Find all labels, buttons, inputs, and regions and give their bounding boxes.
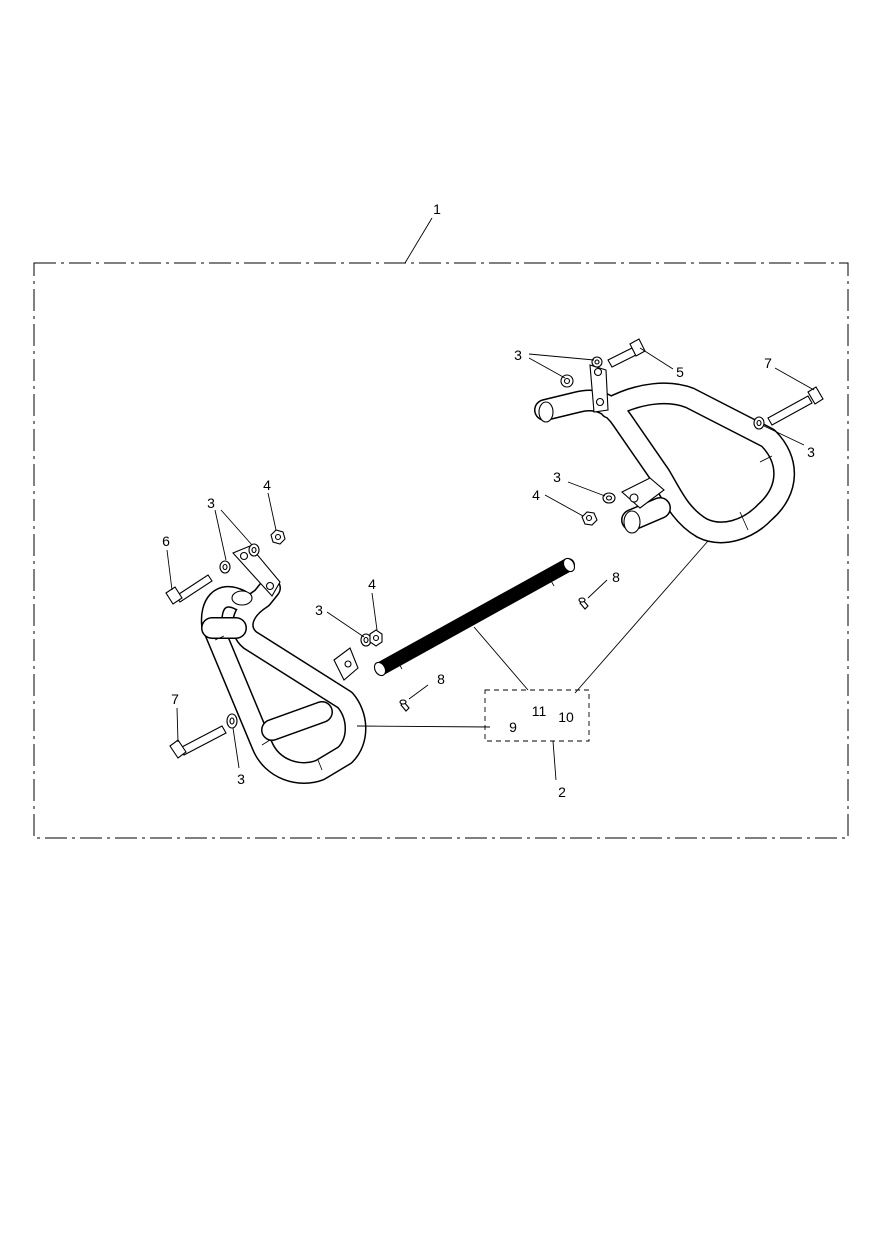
callout-7: 7 (171, 691, 179, 707)
callout-3: 3 (237, 771, 245, 787)
callout-7: 7 (764, 355, 772, 371)
cross-tube (373, 557, 576, 677)
callout-8: 8 (612, 569, 620, 585)
bolt-5 (607, 338, 646, 368)
callout-4: 4 (263, 477, 271, 493)
callout-3: 3 (315, 602, 323, 618)
left-crash-bar (200, 545, 367, 784)
callout-5: 5 (676, 364, 684, 380)
screw-8-left (399, 699, 410, 712)
screw-8-right (578, 597, 589, 610)
callout-8: 8 (437, 671, 445, 687)
callout-3: 3 (807, 444, 815, 460)
leader-lines (166, 217, 815, 781)
kit-boundary (33, 262, 849, 839)
callout-2: 2 (558, 784, 566, 800)
bolt-7-right (767, 386, 824, 426)
bolt-6 (165, 574, 213, 605)
washers (219, 356, 765, 729)
nuts (270, 511, 598, 647)
callout-9: 9 (509, 719, 517, 735)
callout-11: 11 (532, 703, 547, 719)
callout-1: 1 (433, 201, 441, 217)
callout-6: 6 (162, 533, 170, 549)
bolt-7-left (169, 725, 227, 759)
callout-10: 10 (558, 709, 574, 725)
callout-4: 4 (368, 576, 376, 592)
subkit-boundary (484, 689, 590, 742)
callout-4: 4 (532, 487, 540, 503)
right-crash-bar (534, 364, 796, 544)
callout-3: 3 (514, 347, 522, 363)
callout-3: 3 (207, 495, 215, 511)
callouts: 1 2 3 4 6 3 4 7 3 8 9 11 10 8 3 4 3 5 7 … (162, 201, 815, 800)
callout-3: 3 (553, 469, 561, 485)
